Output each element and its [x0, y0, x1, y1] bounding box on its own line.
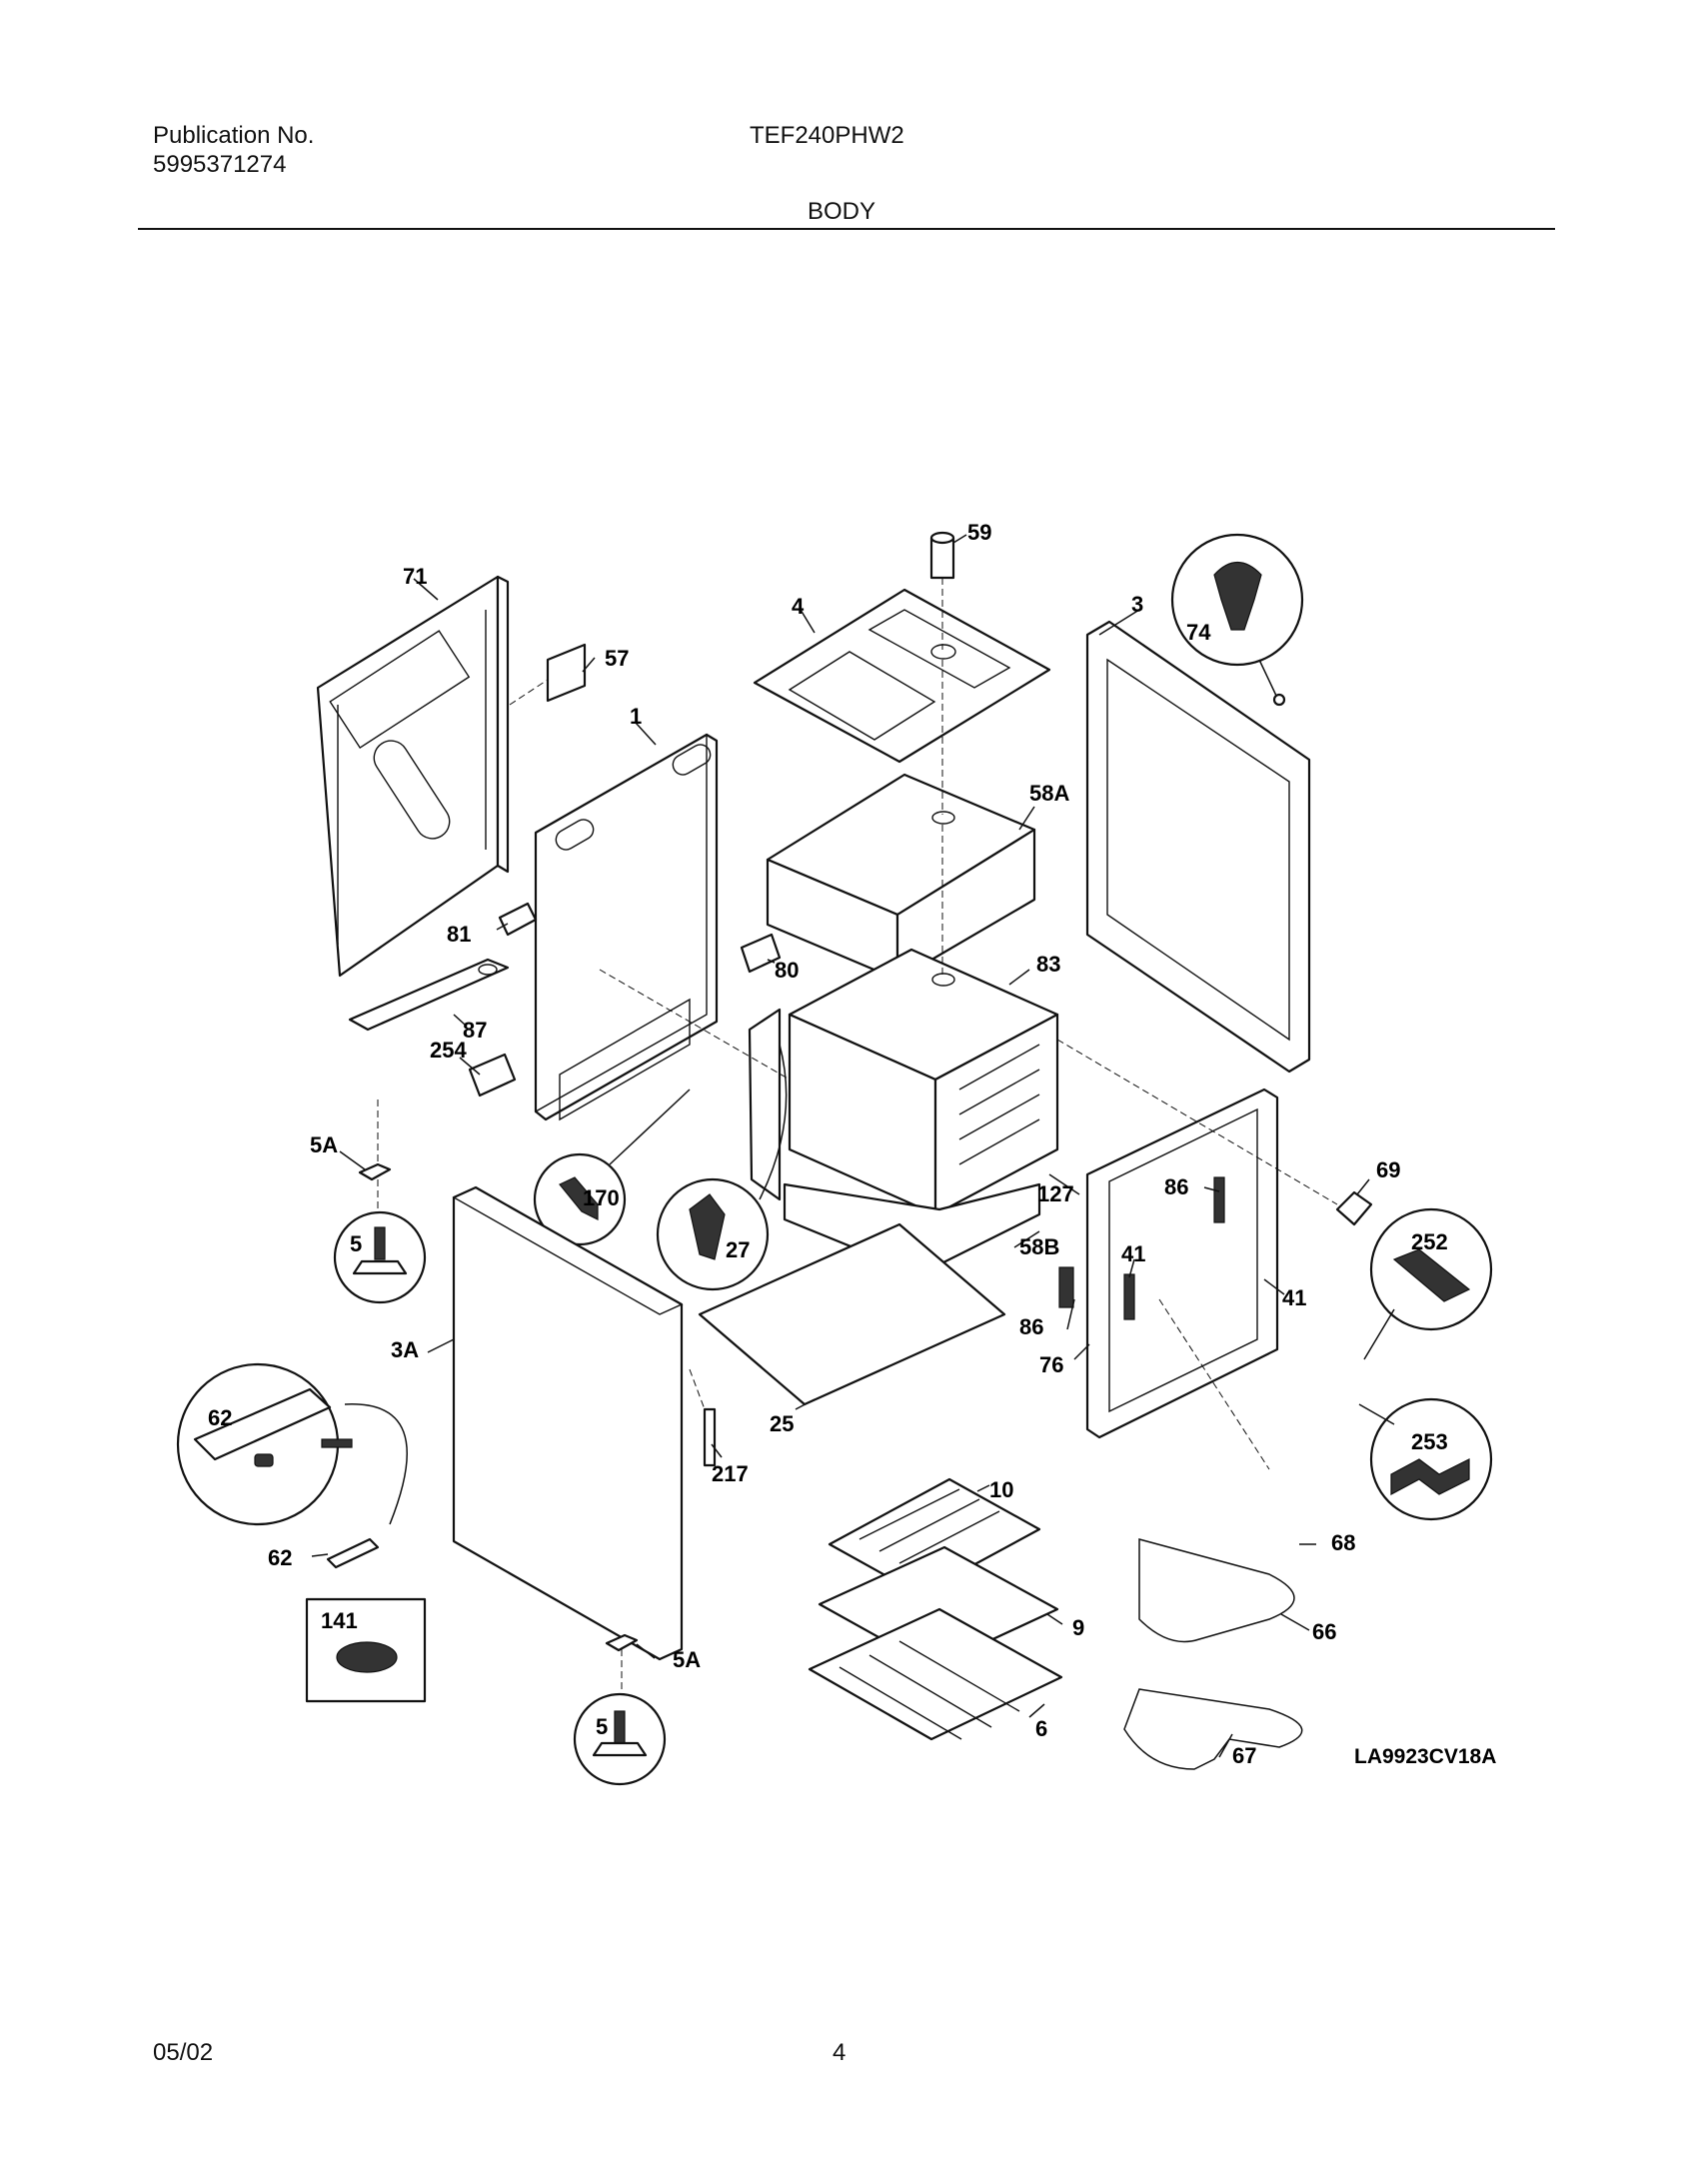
- header-divider: [138, 228, 1555, 230]
- rail-87-hole: [478, 964, 498, 976]
- side-panel-3a-part: [452, 1185, 684, 1661]
- callout-74: 74: [1186, 620, 1211, 645]
- callout-141: 141: [321, 1608, 358, 1633]
- callout-86-bottom: 86: [1019, 1314, 1043, 1339]
- clip-5a-bottom-part: [605, 1633, 639, 1652]
- callout-76: 76: [1039, 1352, 1063, 1377]
- assembly-dashed-lines: [377, 578, 1338, 1694]
- oven-liner-part: [788, 948, 1059, 1216]
- bracket-254-part: [468, 1053, 517, 1097]
- callout-9: 9: [1072, 1615, 1084, 1640]
- callout-62-bottom: 62: [268, 1545, 292, 1570]
- callout-5-top: 5: [350, 1231, 362, 1256]
- callout-5a-top: 5A: [310, 1132, 338, 1157]
- callout-68: 68: [1331, 1530, 1355, 1555]
- callout-3a: 3A: [391, 1337, 419, 1362]
- oven-rack-6-part: [808, 1607, 1063, 1741]
- leveling-foot-bottom-circle: [573, 1692, 667, 1786]
- pad-69-part: [1335, 1190, 1373, 1226]
- callout-41-left: 41: [1121, 1241, 1145, 1266]
- publication-date: 05/02: [153, 2039, 214, 2066]
- clip-5a-top-part: [358, 1162, 392, 1181]
- callout-57: 57: [605, 646, 629, 671]
- callout-253: 253: [1411, 1429, 1448, 1454]
- callout-25: 25: [770, 1411, 794, 1436]
- callout-81: 81: [447, 922, 471, 947]
- terminal-block-62-circle: [176, 1362, 353, 1526]
- callout-4: 4: [792, 594, 805, 619]
- top-panel-part: [753, 588, 1051, 764]
- callout-5-bottom: 5: [596, 1714, 608, 1739]
- thermostat-141-box: [305, 1597, 427, 1703]
- model-number: TEF240PHW2: [750, 122, 904, 149]
- detail-27-circle: [656, 1177, 770, 1291]
- back-panel-part: [316, 575, 510, 978]
- bottom-tray-25-part: [698, 1222, 1006, 1406]
- callout-58a: 58A: [1029, 781, 1069, 806]
- callout-6: 6: [1035, 1716, 1047, 1741]
- callout-252: 252: [1411, 1229, 1448, 1254]
- detail-253-circle: [1369, 1397, 1493, 1521]
- drawing-code: LA9923CV18A: [1354, 1745, 1496, 1768]
- detail-170-circle: [533, 1152, 627, 1246]
- broil-element-67-part: [1123, 1688, 1303, 1770]
- callout-127: 127: [1037, 1181, 1074, 1206]
- callout-71: 71: [403, 564, 427, 589]
- callout-69: 69: [1376, 1157, 1400, 1182]
- insulation-58a-part: [766, 773, 1036, 982]
- callout-10: 10: [989, 1477, 1013, 1502]
- callout-5a-bottom: 5A: [673, 1647, 701, 1672]
- insulation-58b-part: [783, 1182, 1041, 1276]
- leveling-foot-top-circle: [333, 1210, 427, 1304]
- callout-80: 80: [775, 958, 799, 983]
- callout-59: 59: [967, 520, 991, 545]
- callout-170: 170: [583, 1185, 620, 1210]
- detail-252-circle: [1369, 1207, 1493, 1331]
- detail-74-circle: [1170, 533, 1304, 667]
- callout-62-circle: 62: [208, 1405, 232, 1430]
- spacer-59-part: [929, 531, 955, 580]
- callout-41-right: 41: [1282, 1285, 1306, 1310]
- leader-lines: [311, 534, 1370, 1758]
- bracket-80-part: [740, 933, 782, 974]
- callout-66: 66: [1312, 1619, 1336, 1644]
- callout-83: 83: [1036, 952, 1060, 977]
- front-frame-part: [1085, 620, 1311, 1074]
- bracket-81-part: [498, 902, 538, 937]
- callout-217: 217: [712, 1461, 749, 1486]
- side-frame-part: [1058, 1088, 1279, 1439]
- bake-element-66-part: [1138, 1538, 1295, 1643]
- callout-86-top: 86: [1164, 1174, 1188, 1199]
- strip-217-part: [703, 1407, 717, 1467]
- callout-1: 1: [630, 704, 642, 729]
- rail-87-part: [348, 958, 510, 1032]
- page-number: 4: [833, 2039, 847, 2066]
- callout-254: 254: [430, 1038, 467, 1063]
- callout-58b: 58B: [1019, 1234, 1059, 1259]
- callout-27: 27: [726, 1237, 750, 1262]
- side-panel-part: [534, 733, 719, 1121]
- insulation-pad-part: [546, 643, 587, 703]
- insulation-127-part: [748, 1008, 782, 1201]
- callout-labels: 59 4 71 57 1 3 74 58A 81 80 83 87 254 5A…: [208, 520, 1496, 1768]
- callout-87: 87: [463, 1018, 487, 1043]
- callout-3: 3: [1131, 592, 1143, 617]
- section-title: BODY: [808, 198, 876, 225]
- callout-67: 67: [1232, 1743, 1256, 1768]
- terminal-block-62-part: [326, 1537, 380, 1569]
- publication-number: 5995371274: [153, 151, 287, 178]
- publication-label: Publication No.: [153, 122, 315, 149]
